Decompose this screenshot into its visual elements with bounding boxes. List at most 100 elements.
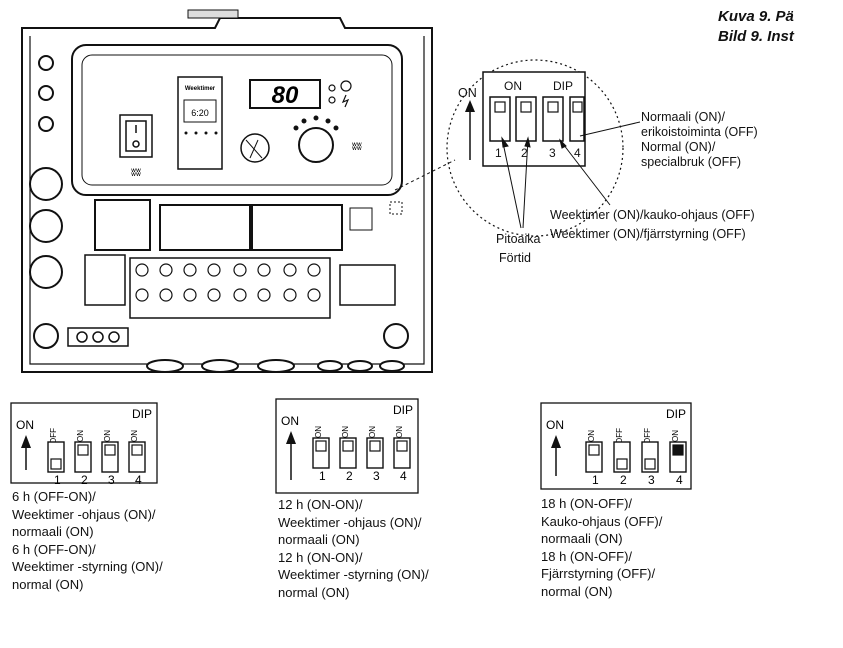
config-switch-knob: [588, 444, 600, 456]
switch3-annotation-fi: Weektimer (ON)/kauko-ohjaus (OFF): [550, 208, 755, 222]
config-caption-1: 6 h (OFF-ON)/Weektimer -ohjaus (ON)/norm…: [12, 488, 163, 593]
switch4-annotation-fi: Normaali (ON)/ erikoistoiminta (OFF) Nor…: [641, 110, 758, 170]
zoom-on-arrow-label: ON: [458, 86, 477, 100]
figure-title-sv: Bild 9. Inst: [718, 28, 794, 45]
switch3-annotation-sv: Weektimer (ON)/fjärrstyrning (OFF): [550, 227, 746, 241]
config-switch-state-label: ON: [130, 430, 139, 442]
config-switch-knob: [50, 458, 62, 470]
switch4-sv-line1: Normal (ON)/: [641, 140, 716, 154]
control-panel: [71, 44, 403, 196]
zoom-number-4: 4: [574, 146, 581, 160]
config-caption-line: normal (ON): [12, 576, 84, 592]
config-arrow-head-icon: [286, 431, 296, 444]
config-switch-knob: [77, 444, 89, 456]
config-switch-number: 4: [400, 469, 407, 483]
terminal-screws: [135, 263, 321, 302]
config-caption-line: Weektimer -ohjaus (ON)/: [278, 514, 422, 530]
switch12-annotation-fi: Pitoaika: [496, 232, 541, 246]
config-switch-number: 4: [676, 473, 683, 487]
config-switch-number: 1: [54, 473, 61, 484]
config-caption-line: Kauko-ohjaus (OFF)/: [541, 513, 663, 529]
zoom-number-2: 2: [521, 146, 528, 160]
terminal-block: [84, 254, 396, 319]
config-caption-2: 12 h (ON-ON)/ Weektimer -ohjaus (ON)/ norm…: [278, 496, 429, 601]
main-switch: [119, 114, 153, 158]
config-arrow-head-icon: [21, 435, 31, 448]
config-switch-knob: [315, 440, 327, 452]
indicator-icons: [328, 80, 352, 108]
config-on-label: ON: [281, 414, 299, 428]
config-caption-line: 18 h (ON-OFF)/: [541, 548, 633, 564]
display-digits: 80: [272, 82, 299, 109]
heater-symbol-icon-2: ʬʬ: [352, 142, 362, 153]
thermostat-dial: [240, 115, 339, 163]
config-switch-knob: [104, 444, 116, 456]
config-switch-number: 3: [373, 469, 380, 483]
config-caption-line: normaali (ON): [278, 532, 360, 547]
switch4-sv-line2: specialbruk (OFF): [641, 155, 742, 169]
config-switch-state-label: OFF: [49, 428, 58, 444]
config-switch-state-label: ON: [76, 430, 85, 442]
config-caption-line: Weektimer -styrning (ON)/: [278, 567, 429, 582]
config-switch-knob: [342, 440, 354, 452]
config-dip-label: DIP: [393, 403, 413, 417]
contactors: [94, 199, 373, 251]
config-switch-number: 3: [648, 473, 655, 487]
config-switch-number: 3: [108, 473, 115, 484]
config-switch-number: 2: [346, 469, 353, 483]
weektimer-readout: 6:20: [191, 108, 209, 118]
switch12-annotation-sv: Förtid: [499, 251, 531, 265]
cable-knockouts-left: [29, 55, 63, 349]
device-diagram: ʬʬ Weektimer 6:20 80 ʬʬ: [21, 9, 641, 373]
cable-knockouts-bottom: [146, 323, 409, 373]
config-switch-number: 2: [81, 473, 88, 484]
config-on-label: ON: [546, 418, 564, 432]
config-switch-knob: [616, 458, 628, 470]
zoom-number-3: 3: [549, 146, 556, 160]
config-switch-number: 2: [620, 473, 627, 487]
config-on-label: ON: [16, 418, 34, 432]
config-caption-line: Fjärrstyrning (OFF)/: [541, 566, 656, 581]
config-caption-3: 18 h (ON-OFF)/ Kauko-ohjaus (OFF)/ normaal…: [541, 495, 662, 600]
switch4-fi-line2: erikoistoiminta (OFF): [641, 125, 758, 139]
config-switch-state-label: OFF: [643, 428, 652, 444]
config-caption-line: 18 h (ON-OFF)/: [541, 496, 633, 511]
config-switch-number: 1: [319, 469, 326, 483]
config-caption-line: normaali (ON): [12, 524, 94, 539]
config-switch-number: 1: [592, 473, 599, 487]
fuse-terminals: [67, 327, 129, 347]
config-caption-line: 12 h (ON-ON)/: [278, 497, 363, 512]
config-switch-knob: [396, 440, 408, 452]
heater-symbol-icon: ʬʬ: [131, 168, 141, 179]
config-caption-line: normaali (ON): [541, 531, 623, 546]
config-caption-line: normal (ON): [278, 584, 350, 600]
weektimer-brand: Weektimer: [185, 86, 216, 92]
config-caption-line: 12 h (ON-ON)/: [278, 549, 363, 565]
config-dip-label: DIP: [666, 407, 686, 421]
config-switch-state-label: ON: [587, 430, 596, 442]
switch4-fi-line1: Normaali (ON)/: [641, 110, 726, 124]
temperature-display: 80: [249, 79, 321, 109]
weektimer-module: Weektimer 6:20: [177, 76, 223, 170]
config-switch-state-label: ON: [671, 430, 680, 442]
config-switch-state-label: ON: [314, 426, 323, 438]
config-caption-line: 6 h (OFF-ON)/: [12, 541, 96, 557]
zoom-on-label: ON: [504, 79, 522, 93]
config-switch-state-label: OFF: [615, 428, 624, 444]
zoom-dip-label: DIP: [553, 79, 574, 93]
zoom-circle: [446, 59, 624, 237]
config-caption-line: normal (ON): [541, 583, 613, 599]
config-caption-line: 6 h (OFF-ON)/: [12, 489, 96, 504]
config-switch-knob: [644, 458, 656, 470]
config-switch-number: 4: [135, 473, 142, 484]
config-switch-knob: [131, 444, 143, 456]
config-arrow-head-icon: [551, 435, 561, 448]
config-switch-knob: [672, 444, 684, 456]
config-switch-knob: [369, 440, 381, 452]
dip-config-box-3: DIP ON ON 1 OFF 2 OFF 3 ON 4: [540, 402, 692, 490]
config-caption-line: Weektimer -styrning (ON)/: [12, 559, 163, 574]
config-switch-state-label: ON: [103, 430, 112, 442]
zoom-number-1: 1: [495, 146, 502, 160]
